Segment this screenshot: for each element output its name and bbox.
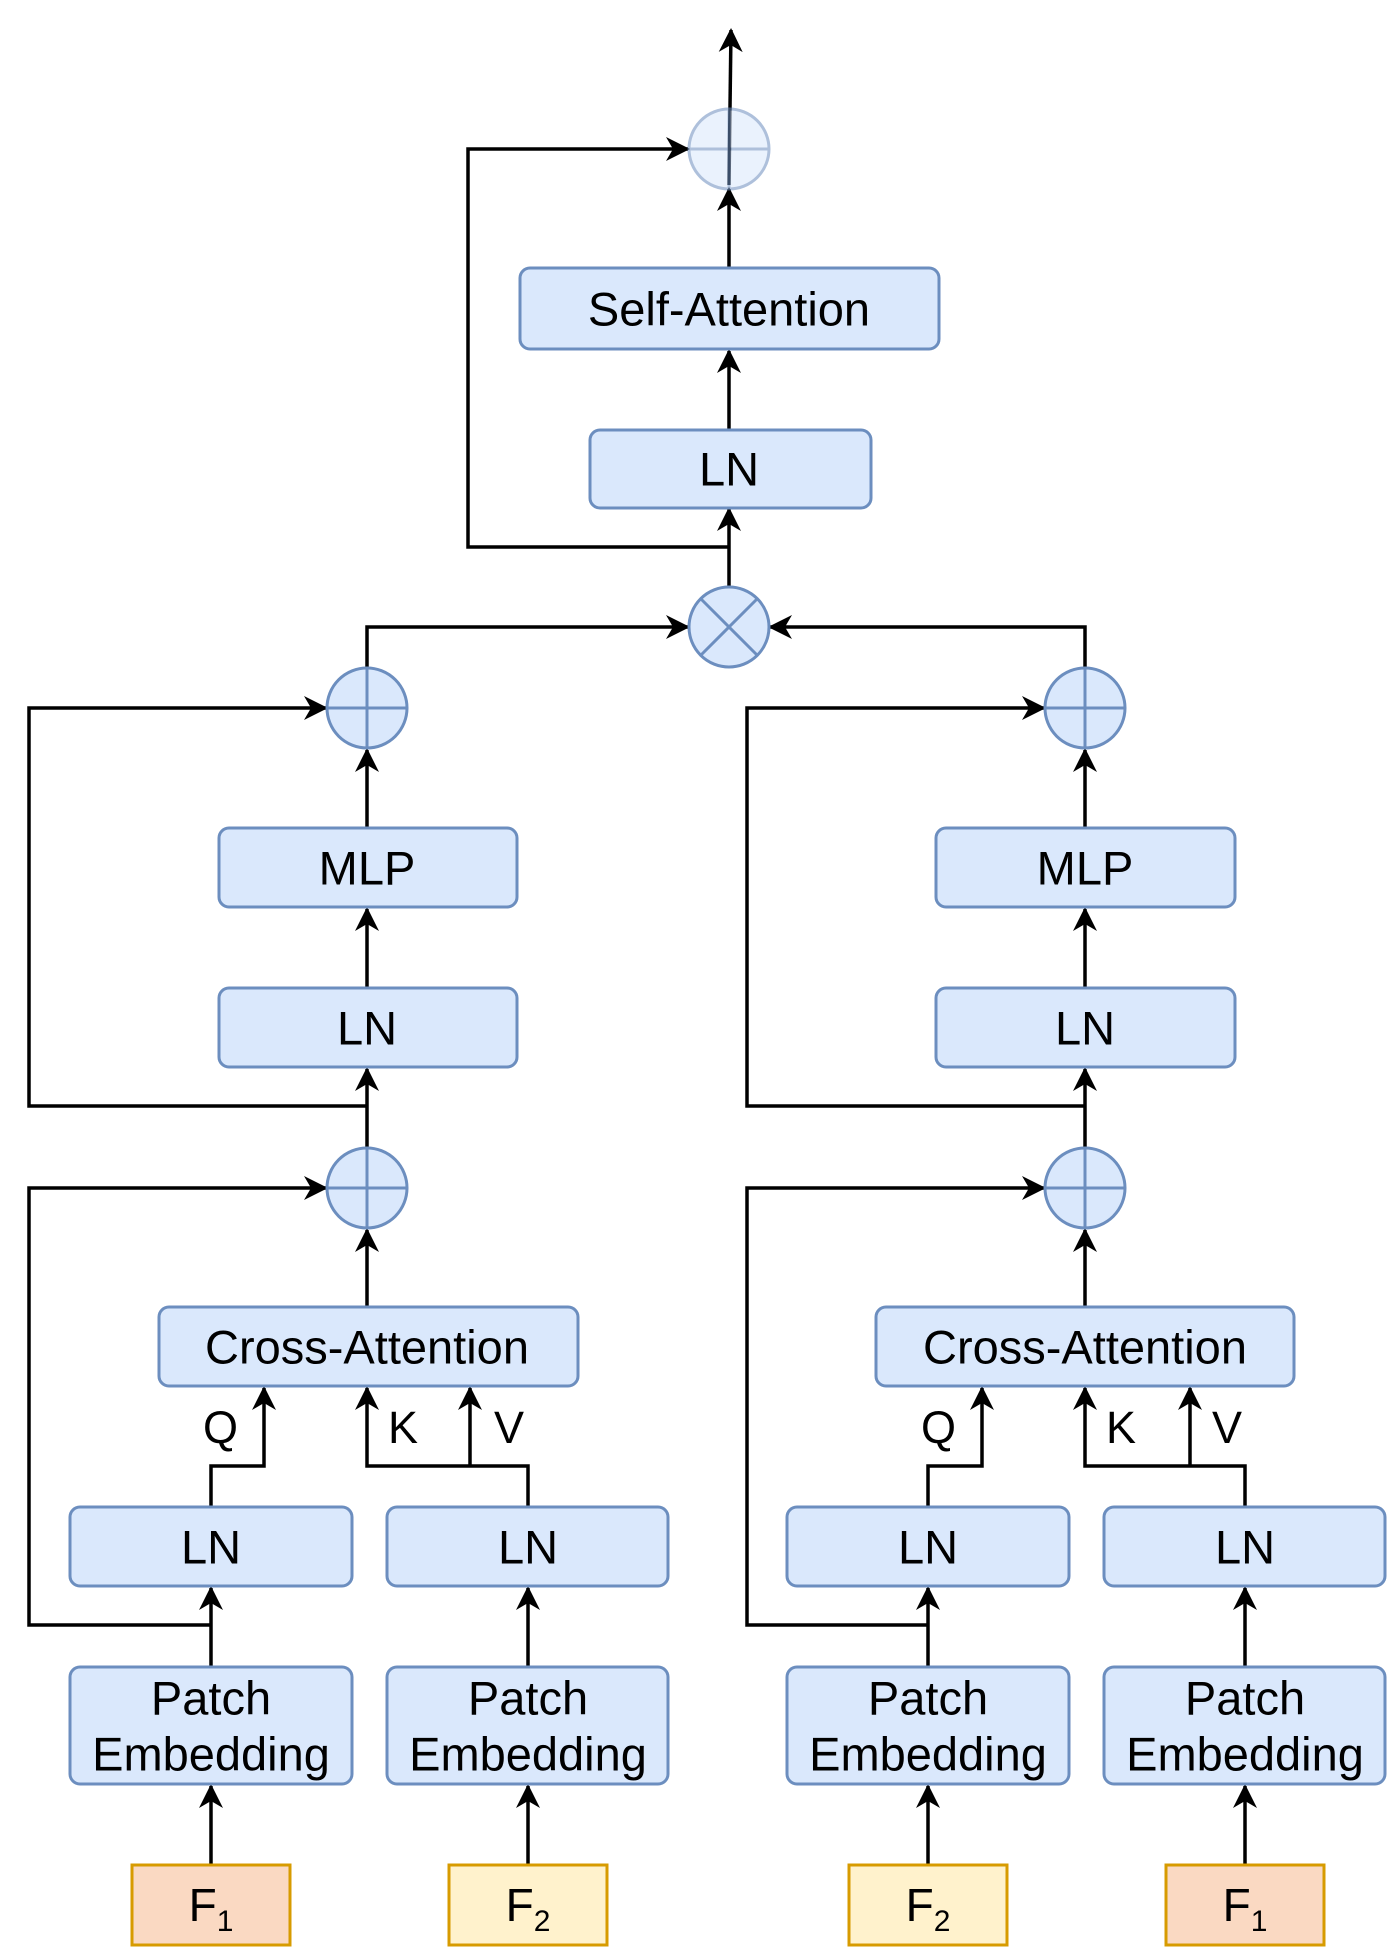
- edge-top-residual: [466, 137, 729, 549]
- left-cross-attention-block: Cross-Attention: [157, 1305, 580, 1388]
- multiply-operator: [687, 585, 771, 669]
- left-ln-a-label: LN: [181, 1521, 241, 1574]
- left-input-b-base: F: [506, 1879, 534, 1931]
- right-ln-a-block: LN: [785, 1505, 1071, 1588]
- left-patch-b-line1: Patch: [468, 1672, 588, 1725]
- self-attention-block: Self-Attention: [518, 266, 941, 351]
- svg-text:F1: F1: [1223, 1879, 1268, 1938]
- top-ln-label: LN: [699, 443, 759, 496]
- left-patch-embedding-a-block: Patch Embedding: [68, 1665, 354, 1786]
- right-add-operator-mlp: [1043, 666, 1127, 750]
- right-cross-attention-block: Cross-Attention: [874, 1305, 1296, 1388]
- svg-text:F2: F2: [906, 1879, 951, 1938]
- right-ln-a-label: LN: [898, 1521, 958, 1574]
- edge-right-residual-mlp: [745, 696, 1085, 1108]
- edge-right-q: [926, 1386, 994, 1506]
- right-k-label: K: [1106, 1402, 1136, 1453]
- svg-text:F1: F1: [189, 1879, 234, 1938]
- top-ln-block: LN: [588, 428, 873, 510]
- right-v-label: V: [1212, 1402, 1242, 1453]
- right-input-b-base: F: [1223, 1879, 1251, 1931]
- edge-left-residual-ca: [27, 1176, 328, 1627]
- left-cross-attention-label: Cross-Attention: [205, 1321, 529, 1374]
- edge-right-to-mul: [768, 615, 1087, 668]
- edge-left-residual-mlp: [27, 696, 367, 1108]
- left-ln-a-block: LN: [68, 1505, 354, 1588]
- right-add-operator-ca: [1043, 1146, 1127, 1230]
- edge-left-k: [355, 1386, 530, 1506]
- right-input-b-sub: 1: [1251, 1905, 1268, 1938]
- right-input-f1: F1: [1164, 1863, 1326, 1947]
- right-patch-embedding-a-block: Patch Embedding: [785, 1665, 1071, 1786]
- right-patch-b-line1: Patch: [1185, 1672, 1305, 1725]
- left-add-operator-mlp: [325, 666, 409, 750]
- left-input-f2: F2: [447, 1863, 609, 1947]
- left-ln-b-label: LN: [498, 1521, 558, 1574]
- edge-right-k: [1073, 1386, 1247, 1506]
- right-mlp-block: MLP: [934, 826, 1237, 909]
- right-q-label: Q: [921, 1402, 956, 1453]
- left-v-label: V: [494, 1402, 524, 1453]
- edges: [27, 28, 1257, 1864]
- edge-right-residual-ca: [745, 1176, 1046, 1627]
- left-input-b-sub: 2: [534, 1905, 551, 1938]
- left-mlp-block: MLP: [217, 826, 519, 909]
- right-patch-b-line2: Embedding: [1126, 1728, 1364, 1781]
- right-patch-a-line1: Patch: [868, 1672, 988, 1725]
- left-k-label: K: [388, 1402, 418, 1453]
- left-ln-mid-block: LN: [217, 986, 519, 1069]
- svg-text:F2: F2: [506, 1879, 551, 1938]
- top-add-operator: [687, 107, 771, 191]
- left-input-a-sub: 1: [217, 1905, 234, 1938]
- left-patch-a-line1: Patch: [151, 1672, 271, 1725]
- left-ln-b-block: LN: [385, 1505, 670, 1588]
- left-patch-b-line2: Embedding: [409, 1728, 647, 1781]
- right-cross-attention-label: Cross-Attention: [923, 1321, 1247, 1374]
- right-ln-b-block: LN: [1102, 1505, 1387, 1588]
- right-input-f2: F2: [847, 1863, 1009, 1947]
- right-mlp-label: MLP: [1037, 842, 1134, 895]
- left-input-f1: F1: [130, 1863, 292, 1947]
- left-add-operator-ca: [325, 1146, 409, 1230]
- left-ln-mid-label: LN: [337, 1002, 397, 1055]
- right-patch-a-line2: Embedding: [809, 1728, 1047, 1781]
- edge-left-to-mul: [365, 615, 690, 668]
- right-input-a-base: F: [906, 1879, 934, 1931]
- right-input-a-sub: 2: [934, 1905, 951, 1938]
- self-attention-label: Self-Attention: [588, 283, 870, 336]
- edge-left-q: [209, 1386, 276, 1506]
- right-patch-embedding-b-block: Patch Embedding: [1102, 1665, 1387, 1786]
- left-q-label: Q: [203, 1402, 238, 1453]
- right-ln-mid-block: LN: [934, 986, 1237, 1069]
- right-ln-b-label: LN: [1215, 1521, 1275, 1574]
- right-ln-mid-label: LN: [1055, 1002, 1115, 1055]
- left-mlp-label: MLP: [319, 842, 416, 895]
- left-input-a-base: F: [189, 1879, 217, 1931]
- left-patch-embedding-b-block: Patch Embedding: [385, 1665, 670, 1786]
- left-patch-a-line2: Embedding: [92, 1728, 330, 1781]
